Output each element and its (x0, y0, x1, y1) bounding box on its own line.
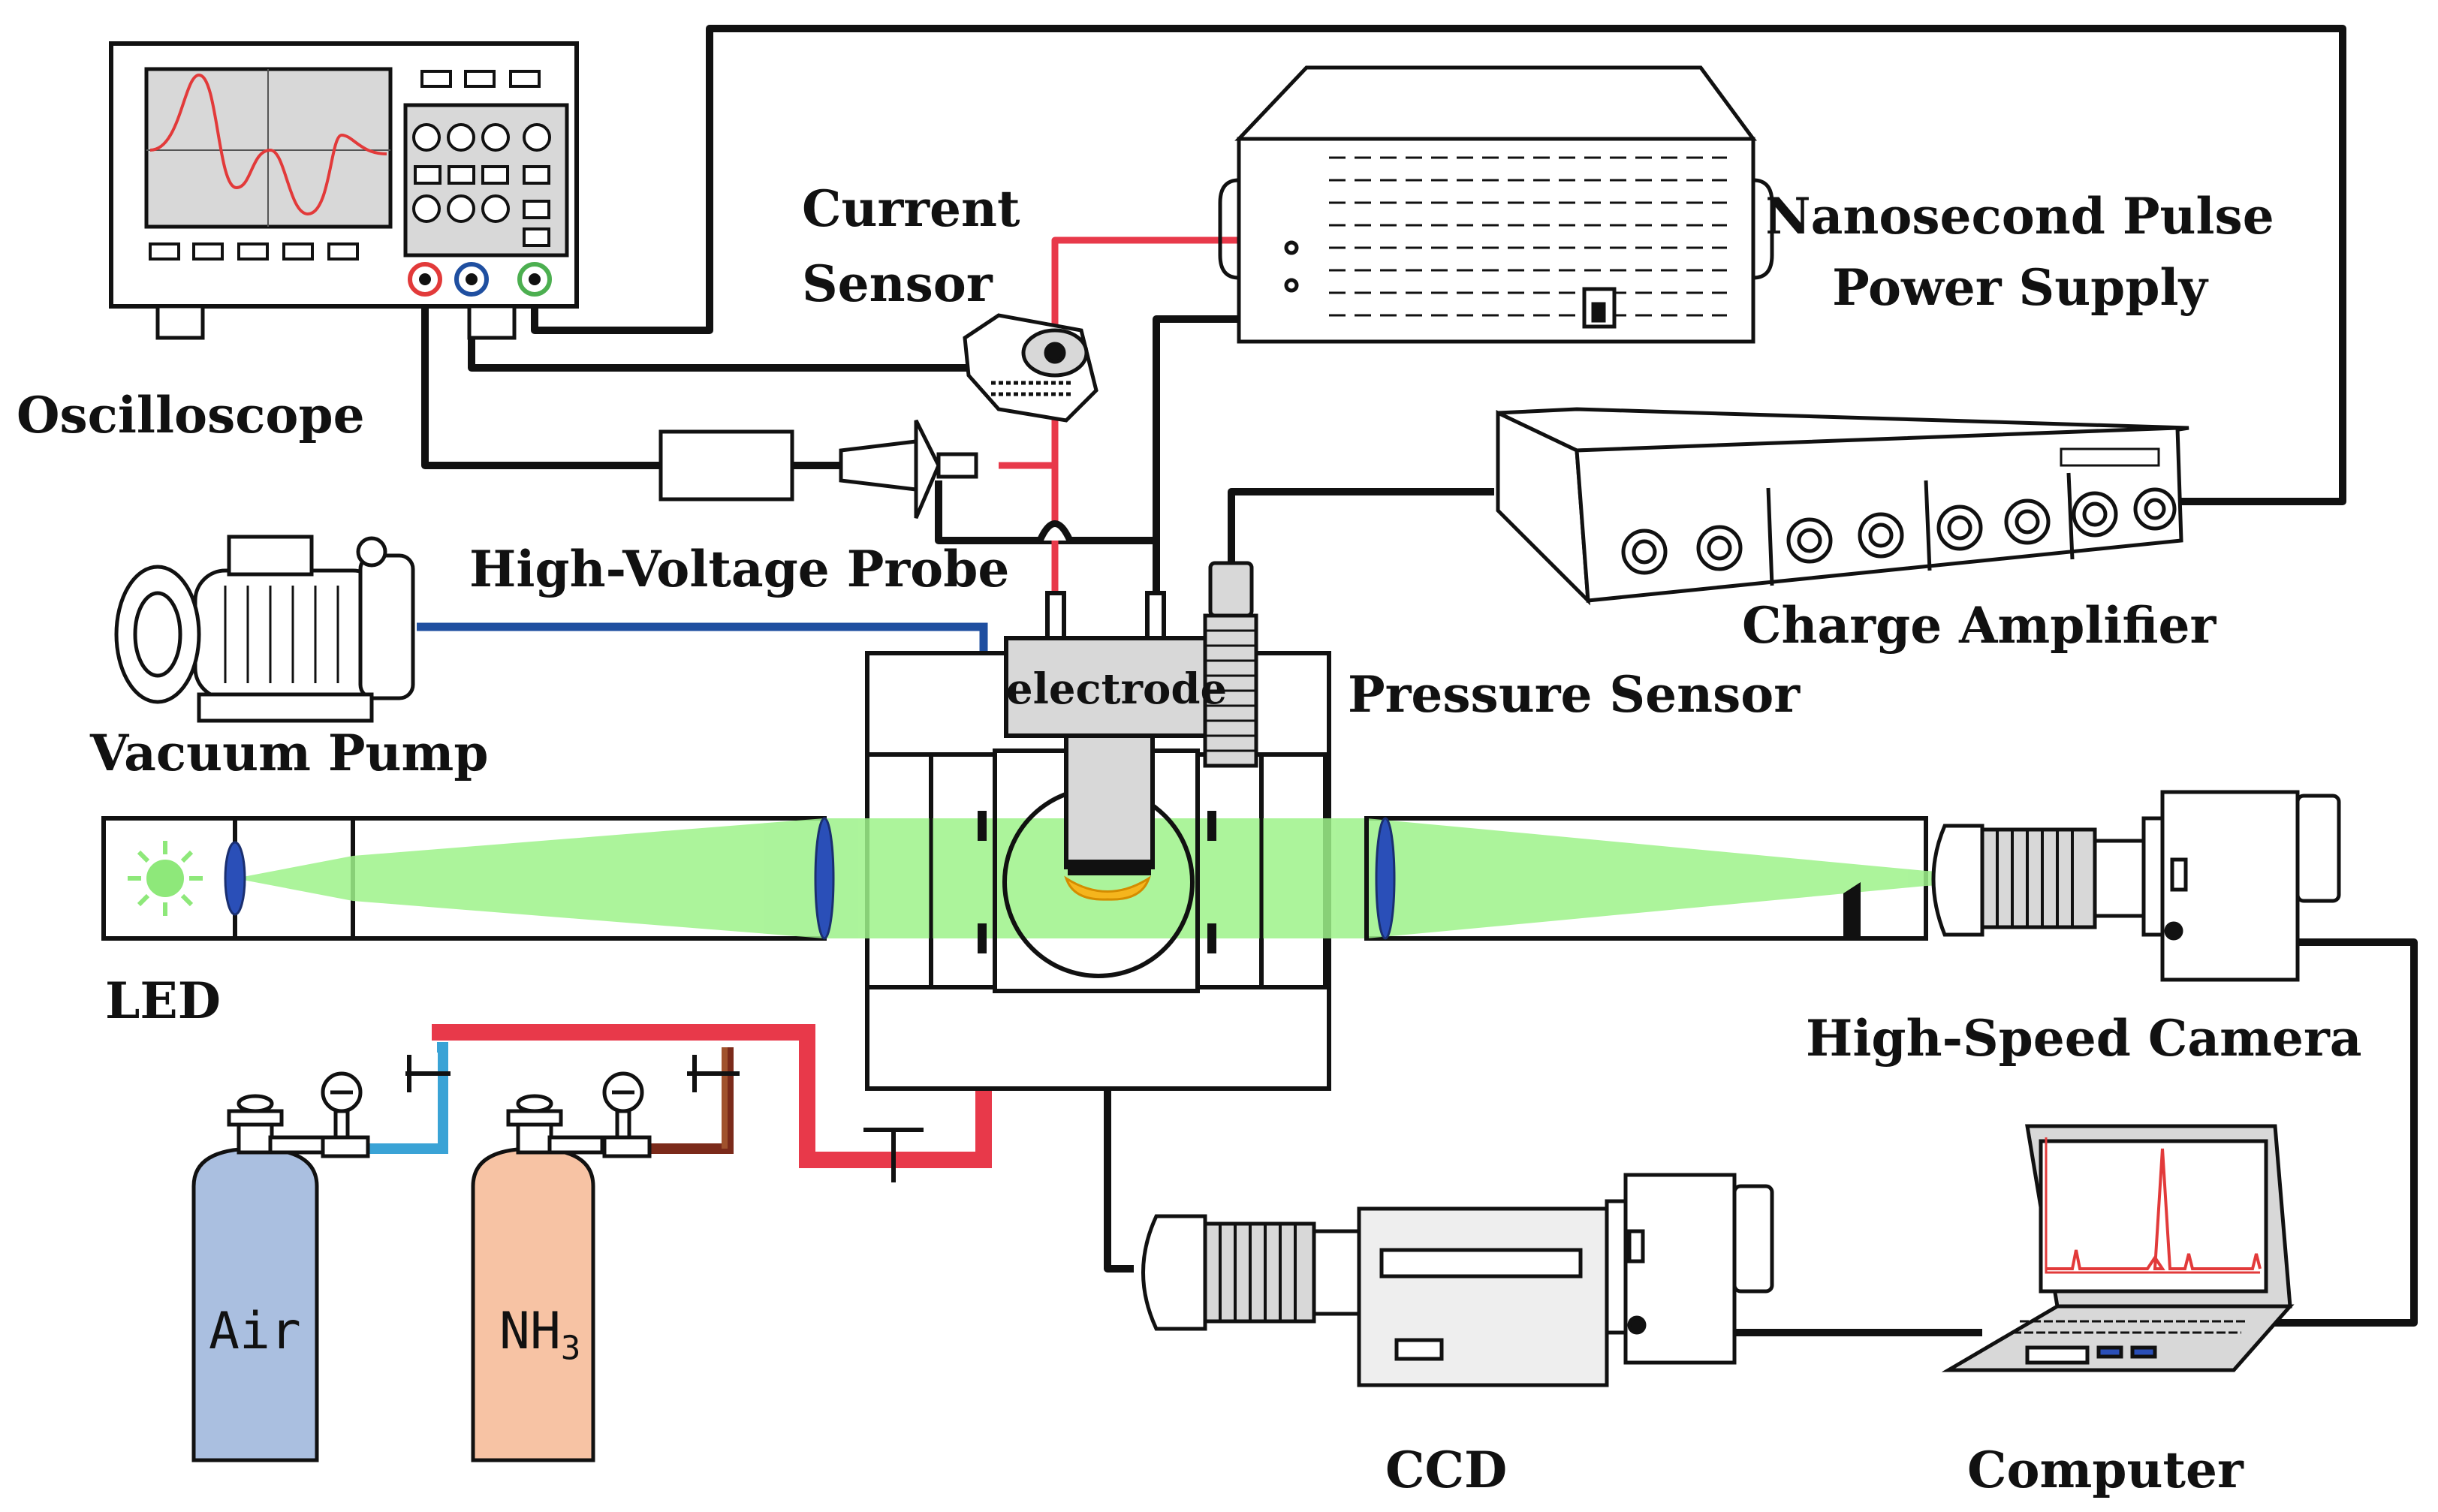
vacuum-pump-label: Vacuum Pump (90, 724, 489, 782)
oscilloscope (109, 41, 579, 340)
charge-amplifier (1496, 407, 2189, 606)
waveform (149, 73, 387, 216)
electrode-label: electrode (1006, 664, 1228, 714)
valve-handles (405, 1055, 924, 1182)
nanosecond-pulse-power-supply (1218, 65, 1774, 344)
nh3-subscript: 3 (560, 1329, 581, 1368)
pressure-gauges (321, 1071, 652, 1158)
red-hv-wire (999, 236, 1250, 601)
light-beam (235, 818, 2012, 938)
nh3-base: NH (499, 1302, 561, 1361)
current-sensor (963, 313, 1098, 423)
hv-probe-label: High-Voltage Probe (469, 540, 1010, 598)
ccd-camera (1141, 1173, 1774, 1387)
current-sensor-label-line2: Sensor (802, 255, 993, 313)
air-cylinder (191, 1094, 325, 1462)
high-voltage-probe (658, 419, 978, 519)
nh3-cylinder (471, 1094, 604, 1462)
wire-crossover (1036, 520, 1074, 542)
power-supply-label-line1: Nanosecond Pulse (1765, 187, 2274, 245)
air-cylinder-label: Air (209, 1302, 301, 1361)
led-label: LED (105, 971, 221, 1030)
led-sun-icon (128, 841, 203, 916)
spectrum-plot (2046, 1148, 2262, 1270)
high-speed-camera (1931, 790, 2341, 982)
computer-laptop (1941, 1124, 2295, 1372)
pressure-sensor (1203, 561, 1258, 768)
ccd-label: CCD (1385, 1441, 1508, 1499)
power-supply-label-line2: Power Supply (1832, 258, 2207, 317)
lenses (224, 817, 1396, 940)
current-sensor-label-line1: Current (802, 179, 1020, 238)
charge-amplifier-label: Charge Amplifier (1742, 596, 2217, 655)
computer-label: Computer (1967, 1441, 2244, 1499)
vacuum-pump (114, 535, 415, 723)
electrode-assembly (1004, 591, 1211, 901)
nh3-cylinder-label: NH3 (499, 1306, 580, 1366)
pressure-sensor-label: Pressure Sensor (1348, 665, 1801, 724)
high-speed-camera-label: High-Speed Camera (1806, 1009, 2362, 1068)
oscilloscope-label: Oscilloscope (17, 386, 365, 444)
